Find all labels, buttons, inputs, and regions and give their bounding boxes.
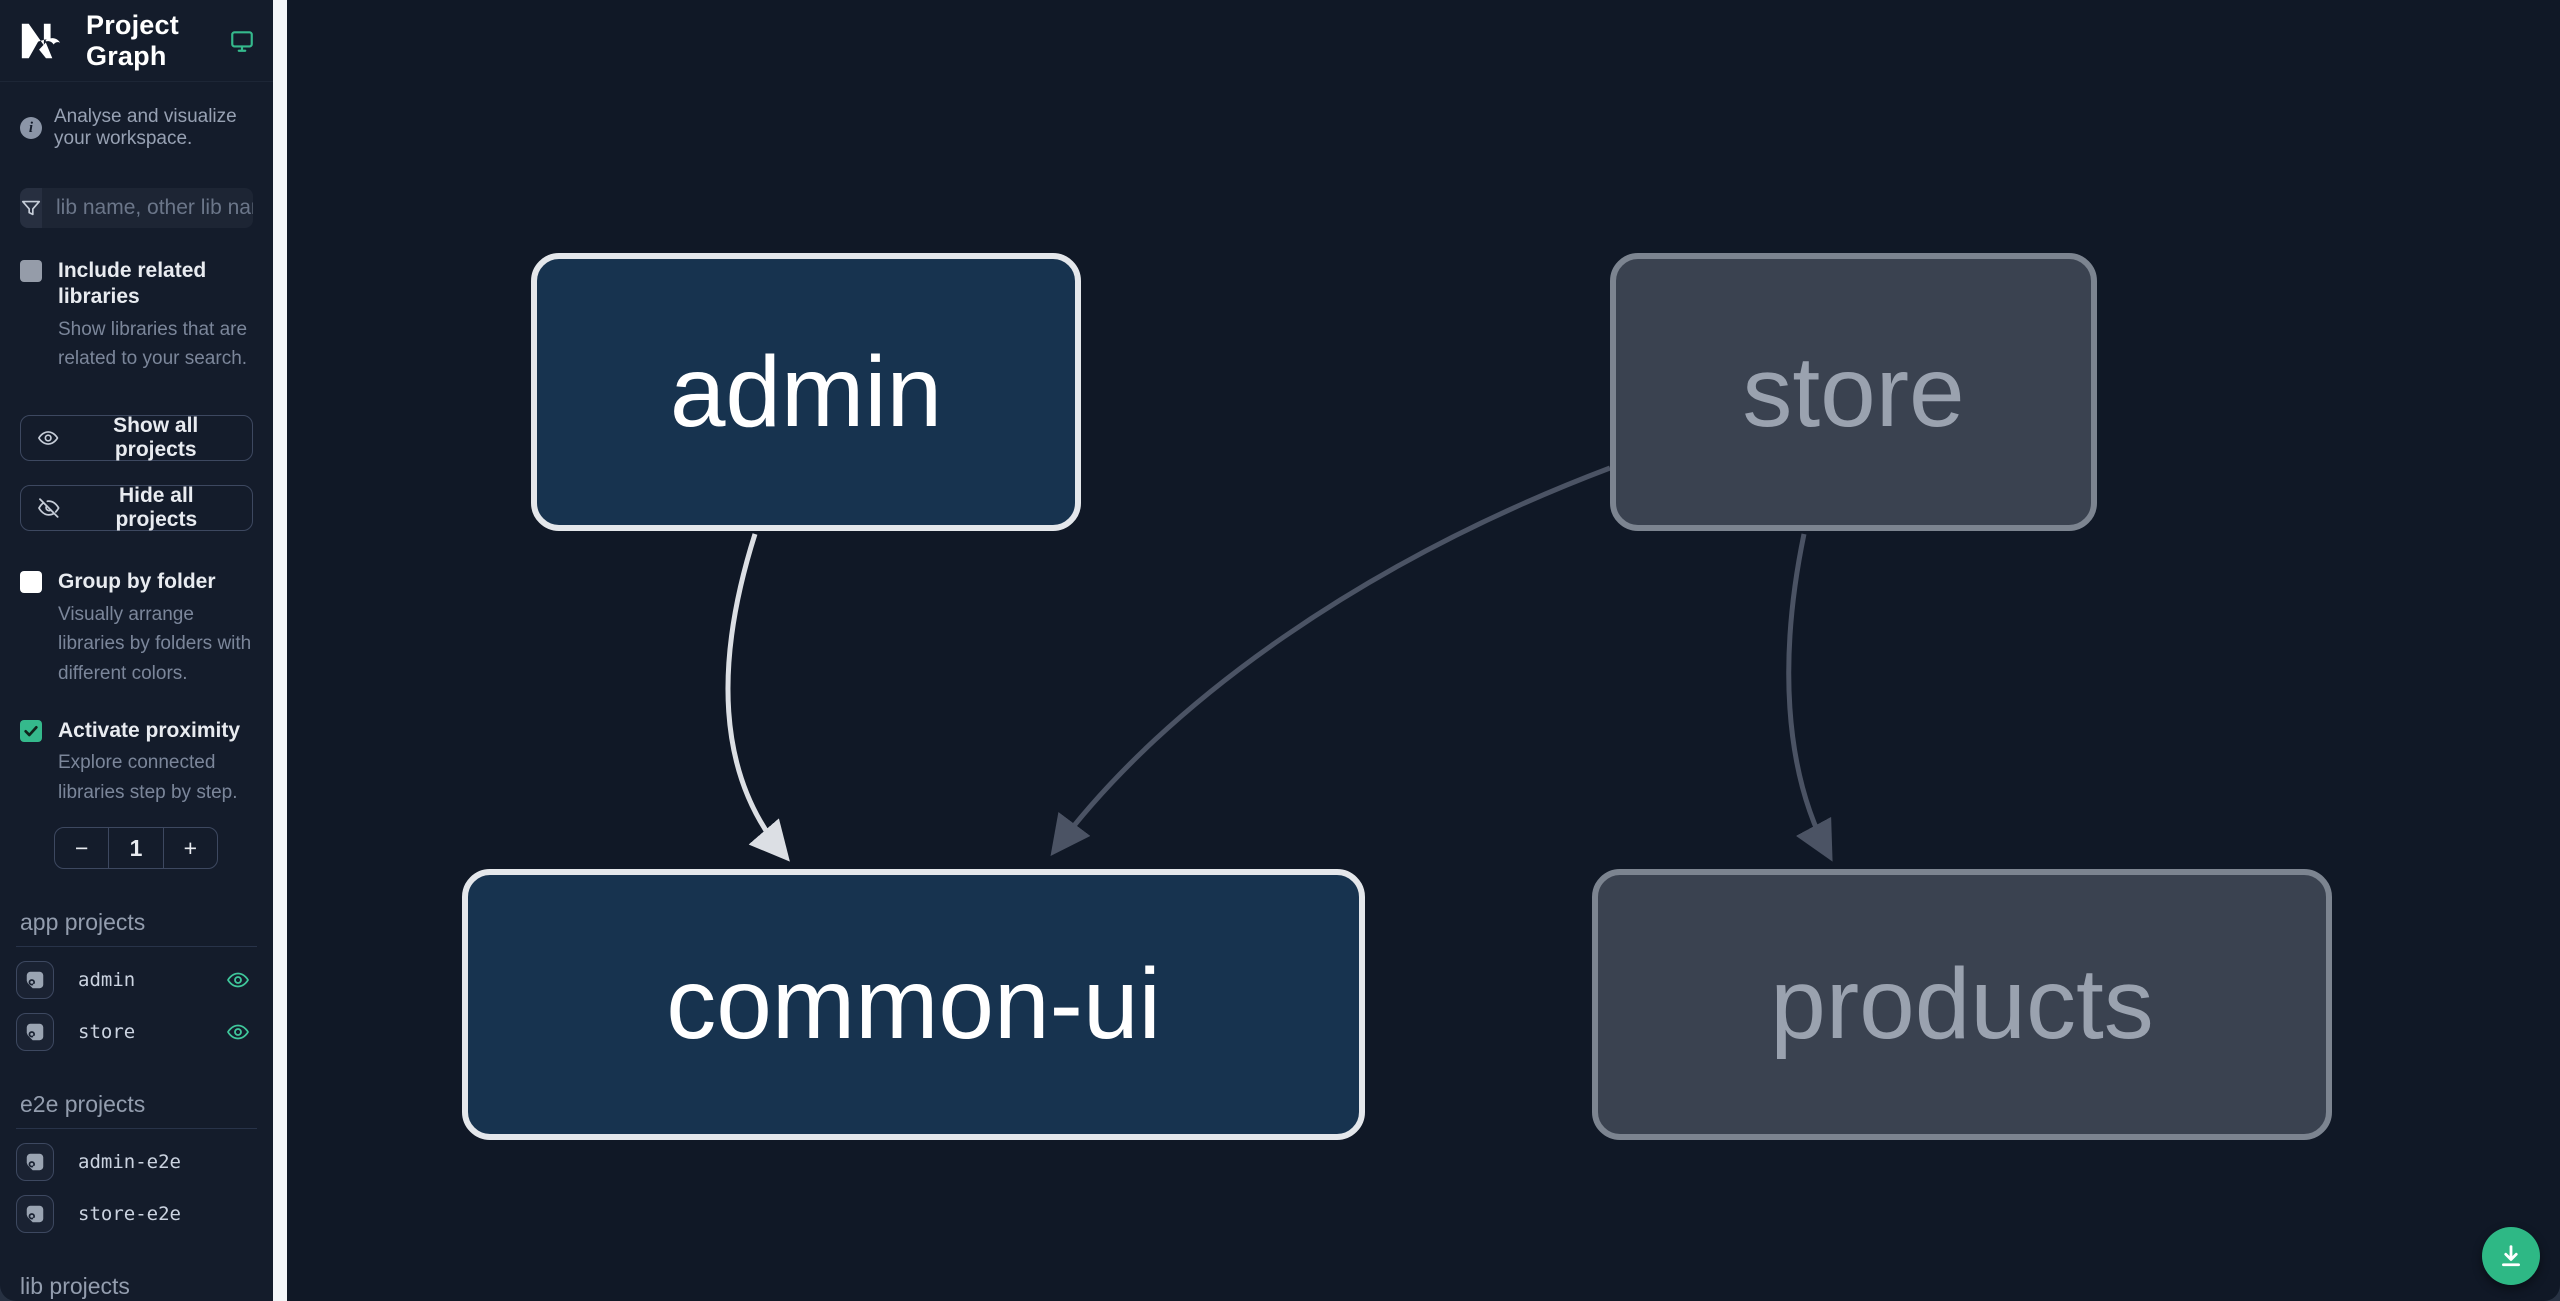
graph-canvas[interactable]: admin store common-ui products [287,0,2560,1301]
include-related-option[interactable]: Include related libraries Show libraries… [20,258,253,373]
project-name[interactable]: admin [78,969,136,992]
project-visibility-toggle[interactable] [225,1020,251,1044]
project-visibility-toggle[interactable] [225,968,251,992]
graph-node-store[interactable]: store [1610,253,2097,531]
workspace-hint-text: Analyse and visualize your workspace. [54,106,237,149]
checkmark-icon [24,725,38,737]
theme-toggle-button[interactable] [229,28,255,54]
focus-project-button[interactable] [16,1013,54,1052]
group-by-folder-option[interactable]: Group by folder Visually arrange librari… [20,569,253,688]
project-filter [20,188,253,228]
activate-proximity-description: Explore connected libraries step by step… [58,752,238,803]
edge-store-to-common-ui [1050,465,1611,857]
section-title: app projects [16,909,257,948]
app-title: Project Graph [86,9,179,71]
proximity-increment-button[interactable]: + [162,828,217,869]
project-row-store: store [16,1013,257,1052]
search-input[interactable] [42,188,253,228]
project-name[interactable]: store [78,1021,136,1044]
edge-admin-to-common-ui [725,533,790,862]
show-all-projects-label: Show all projects [113,414,199,462]
section-title: lib projects [16,1273,257,1301]
project-row-admin: admin [16,961,257,1000]
section-app-projects: app projects admin [16,909,257,1052]
proximity-value: 1 [108,828,162,869]
eye-visible-icon [227,1024,249,1040]
edge-store-to-products [1786,533,1833,862]
include-related-checkbox[interactable] [20,260,42,282]
show-all-projects-button[interactable]: Show all projects [20,414,253,462]
info-icon: i [20,117,42,139]
focus-project-icon [26,1153,44,1171]
graph-node-admin[interactable]: admin [531,253,1081,531]
section-title: e2e projects [16,1091,257,1130]
project-row-admin-e2e: admin-e2e [16,1143,257,1182]
filter-funnel-icon [20,188,42,228]
group-by-folder-checkbox[interactable] [20,571,42,594]
nx-logo-icon [21,23,61,58]
focus-project-button[interactable] [16,1195,54,1234]
sidebar: Project Graph i Analyse and visualize yo… [0,0,273,1301]
include-related-description: Show libraries that are related to your … [58,318,248,369]
graph-node-common-ui[interactable]: common-ui [462,869,1365,1140]
activate-proximity-label: Activate proximity [58,718,241,742]
graph-edges [725,465,1833,862]
eye-icon [38,431,59,446]
focus-project-icon [26,1023,44,1041]
section-lib-projects: lib projects common-ui [16,1273,257,1301]
monitor-icon [231,30,253,52]
include-related-label: Include related libraries [58,259,207,309]
project-name[interactable]: store-e2e [78,1203,181,1226]
eye-off-icon [38,498,60,519]
proximity-decrement-button[interactable]: − [74,834,89,861]
focus-project-button[interactable] [16,961,54,1000]
group-by-folder-description: Visually arrange libraries by folders wi… [58,603,252,684]
proximity-stepper: − 1 + [54,827,218,870]
project-name[interactable]: admin-e2e [78,1151,181,1174]
sidebar-header: Project Graph [0,0,273,82]
download-icon [2502,1245,2520,1267]
workspace-hint: i Analyse and visualize your workspace. [0,82,273,150]
hide-all-projects-label: Hide all projects [115,484,198,532]
activate-proximity-checkbox[interactable] [20,719,42,742]
focus-project-button[interactable] [16,1143,54,1182]
graph-node-products[interactable]: products [1592,869,2332,1140]
activate-proximity-option[interactable]: Activate proximity Explore connected lib… [20,718,253,807]
group-by-folder-label: Group by folder [58,570,216,594]
focus-project-icon [26,1205,44,1223]
project-row-store-e2e: store-e2e [16,1195,257,1234]
download-graph-button[interactable] [2482,1227,2540,1285]
hide-all-projects-button[interactable]: Hide all projects [20,484,253,532]
focus-project-icon [26,971,44,989]
section-e2e-projects: e2e projects admin-e2e [16,1091,257,1234]
sidebar-resize-handle[interactable] [273,0,287,1301]
eye-visible-icon [227,972,249,988]
